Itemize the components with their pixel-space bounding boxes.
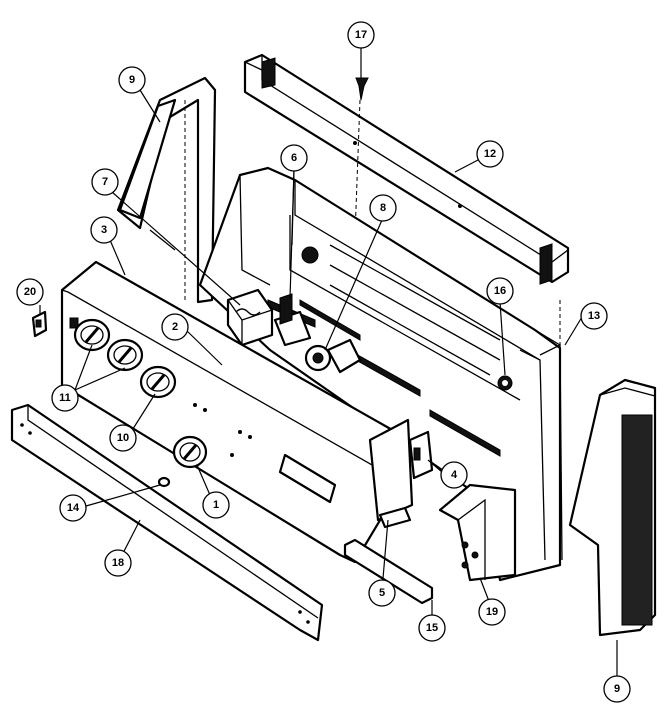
callout-19: 19 <box>478 598 506 626</box>
part-19-side-bracket <box>438 483 517 582</box>
callout-16: 16 <box>486 277 514 305</box>
part-12-top-bracket <box>243 53 570 285</box>
callout-20: 20 <box>16 278 44 306</box>
part-4-switch <box>408 430 434 480</box>
leader-lines <box>39 48 618 686</box>
part-9-right-side-trim <box>568 378 657 637</box>
part-3-control-panel <box>60 260 412 564</box>
svg-text:10: 10 <box>117 432 129 444</box>
svg-text:9: 9 <box>614 683 620 695</box>
callout-10: 10 <box>109 424 137 452</box>
svg-text:8: 8 <box>380 202 386 214</box>
knob-left <box>73 318 111 352</box>
part-5-bracket <box>368 418 414 529</box>
callout-4: 4 <box>440 461 468 489</box>
callout-8: 8 <box>369 194 397 222</box>
callout-13: 13 <box>580 302 608 330</box>
callout-14: 14 <box>59 494 87 522</box>
svg-text:4: 4 <box>451 469 458 481</box>
svg-text:12: 12 <box>484 148 496 160</box>
knobs <box>73 318 208 469</box>
svg-text:17: 17 <box>355 29 367 41</box>
part-18-trim-strip <box>10 403 324 642</box>
callout-11: 11 <box>51 384 79 412</box>
part-20-switch <box>31 310 48 338</box>
svg-text:3: 3 <box>101 224 107 236</box>
svg-text:13: 13 <box>588 310 600 322</box>
svg-text:5: 5 <box>379 587 385 599</box>
svg-text:6: 6 <box>291 152 297 164</box>
part-15-lower-strip <box>343 538 434 605</box>
svg-text:7: 7 <box>102 176 108 188</box>
svg-text:16: 16 <box>494 285 506 297</box>
knob-middle-left <box>106 338 144 372</box>
part-9-left-side-trim <box>116 76 217 304</box>
callout-9-top: 9 <box>118 66 146 94</box>
svg-text:14: 14 <box>67 502 80 514</box>
svg-text:15: 15 <box>426 622 438 634</box>
svg-text:2: 2 <box>172 321 178 333</box>
callout-9-bottom: 9 <box>603 675 631 703</box>
part-16-grommet <box>502 380 508 386</box>
svg-text:20: 20 <box>24 286 36 298</box>
callout-15: 15 <box>418 614 446 642</box>
part-8-valve <box>304 338 362 374</box>
callout-17: 17 <box>347 21 375 49</box>
svg-text:9: 9 <box>129 74 135 86</box>
callout-7: 7 <box>91 168 119 196</box>
callout-2: 2 <box>161 313 189 341</box>
svg-text:19: 19 <box>486 606 498 618</box>
part-13-side-panel <box>539 343 563 561</box>
callout-12: 12 <box>476 140 504 168</box>
svg-text:11: 11 <box>59 392 71 404</box>
callout-18: 18 <box>104 549 132 577</box>
part-17-screw <box>354 77 369 236</box>
callout-5: 5 <box>368 579 396 607</box>
knob-middle-right <box>139 365 177 399</box>
part-14-plug <box>157 476 171 488</box>
callouts: 17 9 12 6 7 8 3 20 16 13 2 11 10 4 14 1 … <box>16 21 631 703</box>
svg-text:18: 18 <box>112 557 124 569</box>
callout-6: 6 <box>280 144 308 172</box>
callout-3: 3 <box>90 216 118 244</box>
callout-1: 1 <box>202 491 230 519</box>
svg-text:1: 1 <box>213 499 219 511</box>
knob-right <box>172 435 208 469</box>
